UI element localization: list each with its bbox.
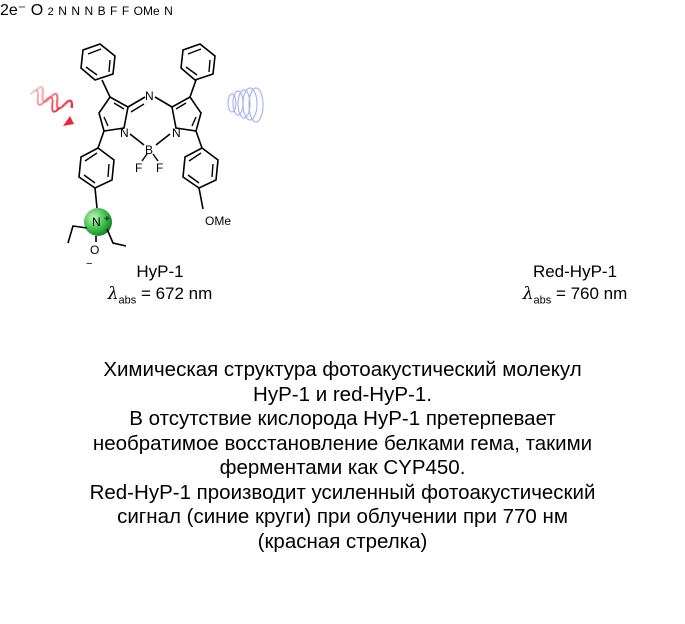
fluorine-label-right: F [121, 4, 130, 18]
lambda-symbol: λ [107, 284, 119, 304]
boron-label: B [145, 143, 153, 157]
left-pyrrole-n-label: N [71, 4, 80, 18]
hyp1-lambda: λabs = 672 nm [60, 284, 260, 306]
lambda-subscript: abs [533, 294, 552, 307]
lambda-symbol: λ [522, 284, 534, 304]
lambda-value: = 672 nm [136, 284, 213, 303]
figure-caption: Химическая структура фотоакустический мо… [30, 358, 655, 554]
amine-n-label: N [164, 4, 173, 18]
oxygen-subscript: 2 [47, 6, 54, 18]
oxide-o-label: O [90, 243, 99, 257]
oxide-minus: − [86, 258, 92, 270]
aza-nitrogen-label: N [58, 4, 67, 18]
right-pyrrole-n-label: N [84, 4, 94, 18]
caption-line: HyP-1 и red-HyP-1. [253, 382, 432, 406]
oxygen-sphere: O 2 N N N B F F OMe N HyP-1 λabs = 672 n… [30, 2, 628, 553]
right-pyrrole-n-label: N [172, 126, 181, 140]
left-pyrrole-n-label: N [120, 126, 129, 140]
hyp1-structure: N N N B F F OMe N + O − [67, 43, 231, 270]
red-hyp1-name: Red-HyP-1 [532, 262, 618, 281]
lambda-value: = 760 nm [551, 284, 628, 303]
caption-line: ферментами как CYP450. [219, 456, 466, 479]
red-hyp1-structure: N N N B F F OMe N [58, 2, 173, 19]
reaction-scheme: N N N B F F OMe N + O − [29, 43, 264, 270]
caption-line: В отсутствие кислорода HyP-1 претерпевае… [129, 407, 556, 430]
fluorine-label-right: F [156, 161, 163, 175]
methoxy-label: OMe [205, 214, 231, 228]
caption-line: сигнал (синие круги) при облучении при 7… [117, 505, 568, 528]
n-oxide-highlight [84, 208, 112, 236]
caption-line: Red-HyP-1 производит усиленный фотоакуст… [89, 480, 596, 504]
fluorine-label-left: F [110, 4, 118, 18]
hyp1-name: HyP-1 [136, 262, 184, 281]
n-oxide-plus: + [104, 214, 110, 225]
fluorine-label-left: F [135, 161, 142, 175]
red-hyp1-lambda: λabs = 760 nm [475, 284, 675, 306]
caption-line: (красная стрелка) [257, 529, 428, 553]
boron-label: B [97, 4, 106, 18]
caption-line: необратимое восстановление белками гема,… [92, 431, 593, 455]
arrow-label: 2e⁻ [0, 2, 27, 19]
methoxy-label: OMe [133, 4, 160, 18]
oxygen-label: O [30, 2, 44, 19]
n-oxide-n-label: N [92, 215, 101, 229]
amine-highlight: N [164, 2, 173, 19]
lambda-subscript: abs [118, 294, 137, 307]
incident-light-left [29, 85, 74, 126]
weak-signal-left [227, 87, 264, 123]
aza-nitrogen-label: N [145, 89, 154, 103]
caption-line: Химическая структура фотоакустический мо… [103, 358, 582, 381]
